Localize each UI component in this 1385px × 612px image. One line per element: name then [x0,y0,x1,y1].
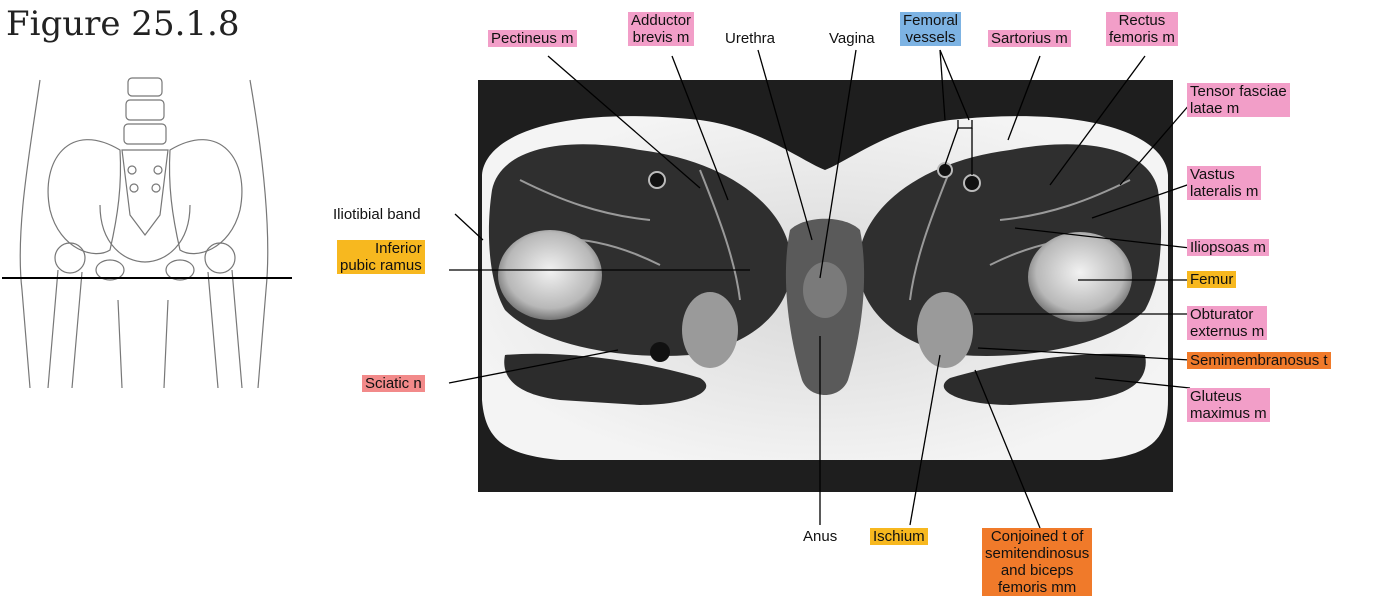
label-adductor-brevis-line1: Adductor [631,12,691,29]
label-obturator-externus: Obturator externus m [1187,306,1267,340]
label-femoral-vessels-line1: Femoral [903,12,958,29]
label-vastus-lateralis: Vastus lateralis m [1187,166,1261,200]
label-sciatic: Sciatic n [362,375,425,392]
femoral-head-left [55,243,85,273]
label-rectus-femoris-line2: femoris m [1109,29,1175,46]
vertebra [128,78,162,96]
label-semimembranosus: Semimembranosus t [1187,352,1331,369]
label-rectus-femoris: Rectus femoris m [1106,12,1178,46]
label-conjoined-tendon: Conjoined t of semitendinosus and biceps… [982,528,1092,596]
label-adductor-brevis: Adductor brevis m [628,12,694,46]
label-gluteus-maximus: Gluteus maximus m [1187,388,1270,422]
label-obturator-externus-line2: externus m [1190,323,1264,340]
label-inferior-pubic-ramus-line2: pubic ramus [340,257,422,274]
label-femoral-vessels: Femoral vessels [900,12,961,46]
label-iliopsoas: Iliopsoas m [1187,239,1269,256]
label-gluteus-maximus-line1: Gluteus [1190,388,1267,405]
label-vagina: Vagina [826,30,878,47]
label-anus: Anus [800,528,840,545]
label-vastus-lateralis-line2: lateralis m [1190,183,1258,200]
label-sartorius: Sartorius m [988,30,1071,47]
mri-image [478,80,1173,492]
label-tensor-fasciae-latae: Tensor fasciae latae m [1187,83,1290,117]
label-inferior-pubic-ramus: Inferior pubic ramus [337,240,425,274]
label-conjoined-line2: semitendinosus [985,545,1089,562]
label-adductor-brevis-line2: brevis m [631,29,691,46]
label-ischium: Ischium [870,528,928,545]
label-femoral-vessels-line2: vessels [903,29,958,46]
label-vastus-lateralis-line1: Vastus [1190,166,1258,183]
label-conjoined-line3: and biceps [985,562,1089,579]
label-tensor-fasciae-latae-line2: latae m [1190,100,1287,117]
label-conjoined-line1: Conjoined t of [985,528,1089,545]
label-obturator-externus-line1: Obturator [1190,306,1264,323]
label-conjoined-line4: femoris mm [985,579,1089,596]
label-femur: Femur [1187,271,1236,288]
body-outline-left [20,80,40,388]
label-pectineus: Pectineus m [488,30,577,47]
label-urethra: Urethra [722,30,778,47]
label-inferior-pubic-ramus-line1: Inferior [340,240,422,257]
label-tensor-fasciae-latae-line1: Tensor fasciae [1190,83,1287,100]
label-rectus-femoris-line1: Rectus [1109,12,1175,29]
skeleton-diagram [2,78,292,388]
label-iliotibial-band: Iliotibial band [330,206,424,223]
iliac-wing-left [48,140,120,254]
label-gluteus-maximus-line2: maximus m [1190,405,1267,422]
